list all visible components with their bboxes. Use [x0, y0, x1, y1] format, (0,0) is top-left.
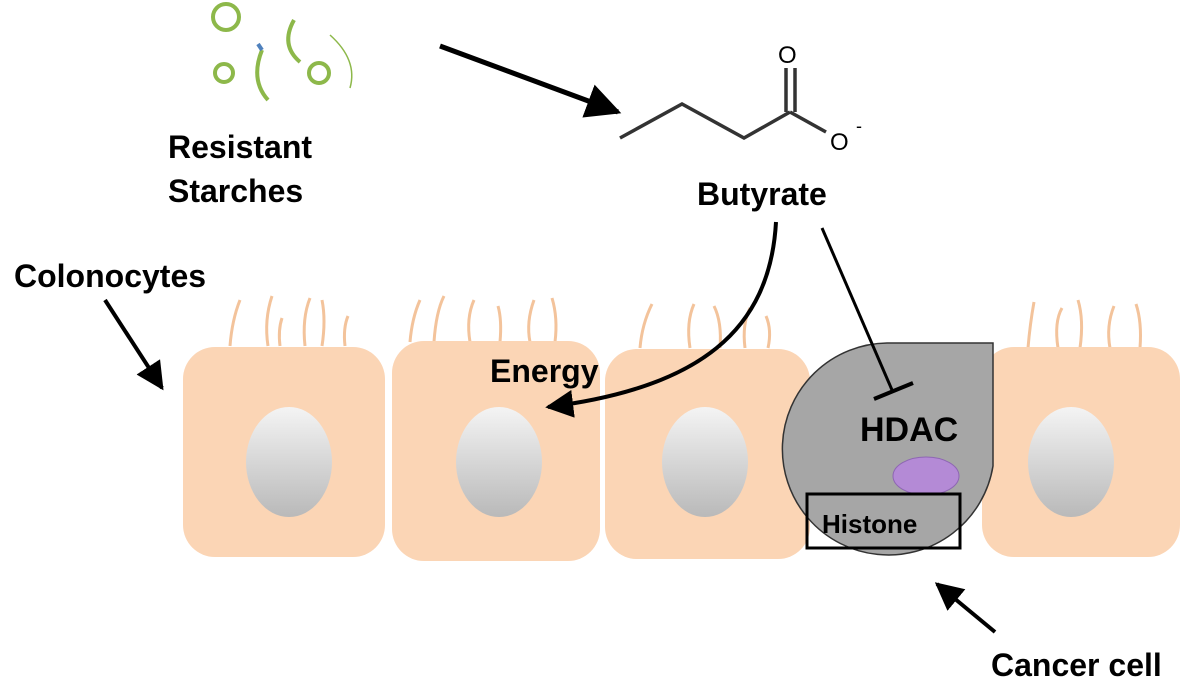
energy-label: Energy — [490, 353, 599, 389]
microvilli — [228, 295, 1142, 349]
hdac-enzyme — [892, 456, 960, 496]
butyrate-inhibits-hdac-line — [820, 227, 894, 391]
inhibition-bar — [873, 381, 914, 401]
butyrate-to-energy-arrow — [545, 221, 778, 418]
butyrate-structure — [619, 68, 827, 141]
nucleus-2 — [456, 407, 542, 517]
nuclei — [246, 407, 1114, 517]
resistant-starch-icon — [211, 2, 353, 102]
oxygen-single-label: O — [830, 129, 849, 156]
colonocytes-label: Colonocytes — [14, 258, 206, 294]
starches-label-line1: Resistant — [168, 129, 312, 165]
cancer-cell-label: Cancer cell — [991, 647, 1162, 683]
nucleus-3 — [662, 407, 748, 517]
nucleus-4 — [1028, 407, 1114, 517]
oxygen-double-label: O — [778, 42, 797, 69]
starches-label-line2: Starches — [168, 173, 303, 209]
cancer-cell-arrow — [934, 582, 997, 634]
colonocytes-arrow — [103, 298, 164, 391]
histone-box — [805, 492, 962, 550]
starch-to-butyrate-arrow — [439, 43, 622, 118]
butyrate-label: Butyrate — [697, 176, 827, 212]
hdac-label: HDAC — [860, 411, 958, 449]
charge-label: - — [856, 116, 862, 136]
histone-label: Histone — [822, 509, 917, 539]
nucleus-1 — [246, 407, 332, 517]
